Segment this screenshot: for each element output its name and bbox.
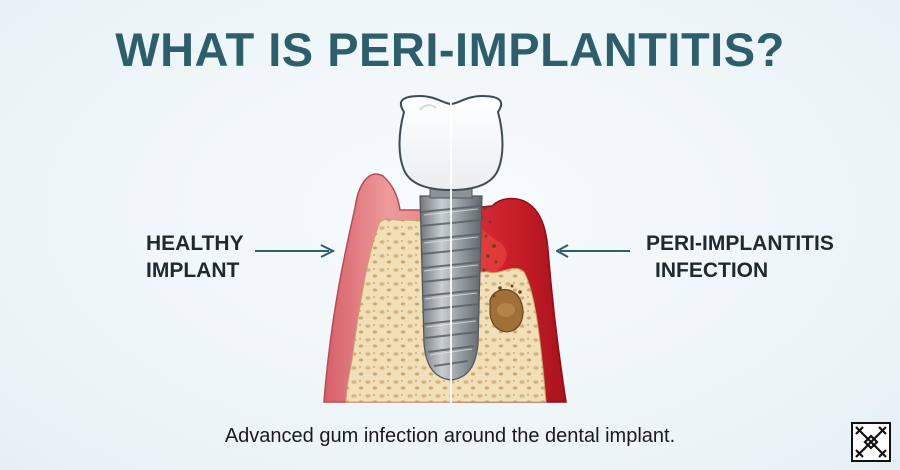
- geometric-logo-icon: [851, 422, 891, 462]
- infection-label-line2: INFECTION: [655, 259, 769, 282]
- bone-defect: [489, 289, 524, 333]
- peri-implantitis-label: PERI-IMPLANTITIS INFECTION: [646, 230, 834, 284]
- healthy-label-line2: IMPLANT: [146, 259, 240, 282]
- infection-label-line1: PERI-IMPLANTITIS: [646, 232, 834, 255]
- arrow-right-icon: [255, 244, 335, 258]
- caption: Advanced gum infection around the dental…: [224, 425, 676, 447]
- page-title: WHAT IS PERI-IMPLANTITIS?: [115, 23, 785, 76]
- healthy-label-line1: HEALTHY: [146, 232, 244, 255]
- healthy-implant-label: HEALTHY IMPLANT: [146, 230, 244, 284]
- arrow-left-icon: [556, 244, 630, 258]
